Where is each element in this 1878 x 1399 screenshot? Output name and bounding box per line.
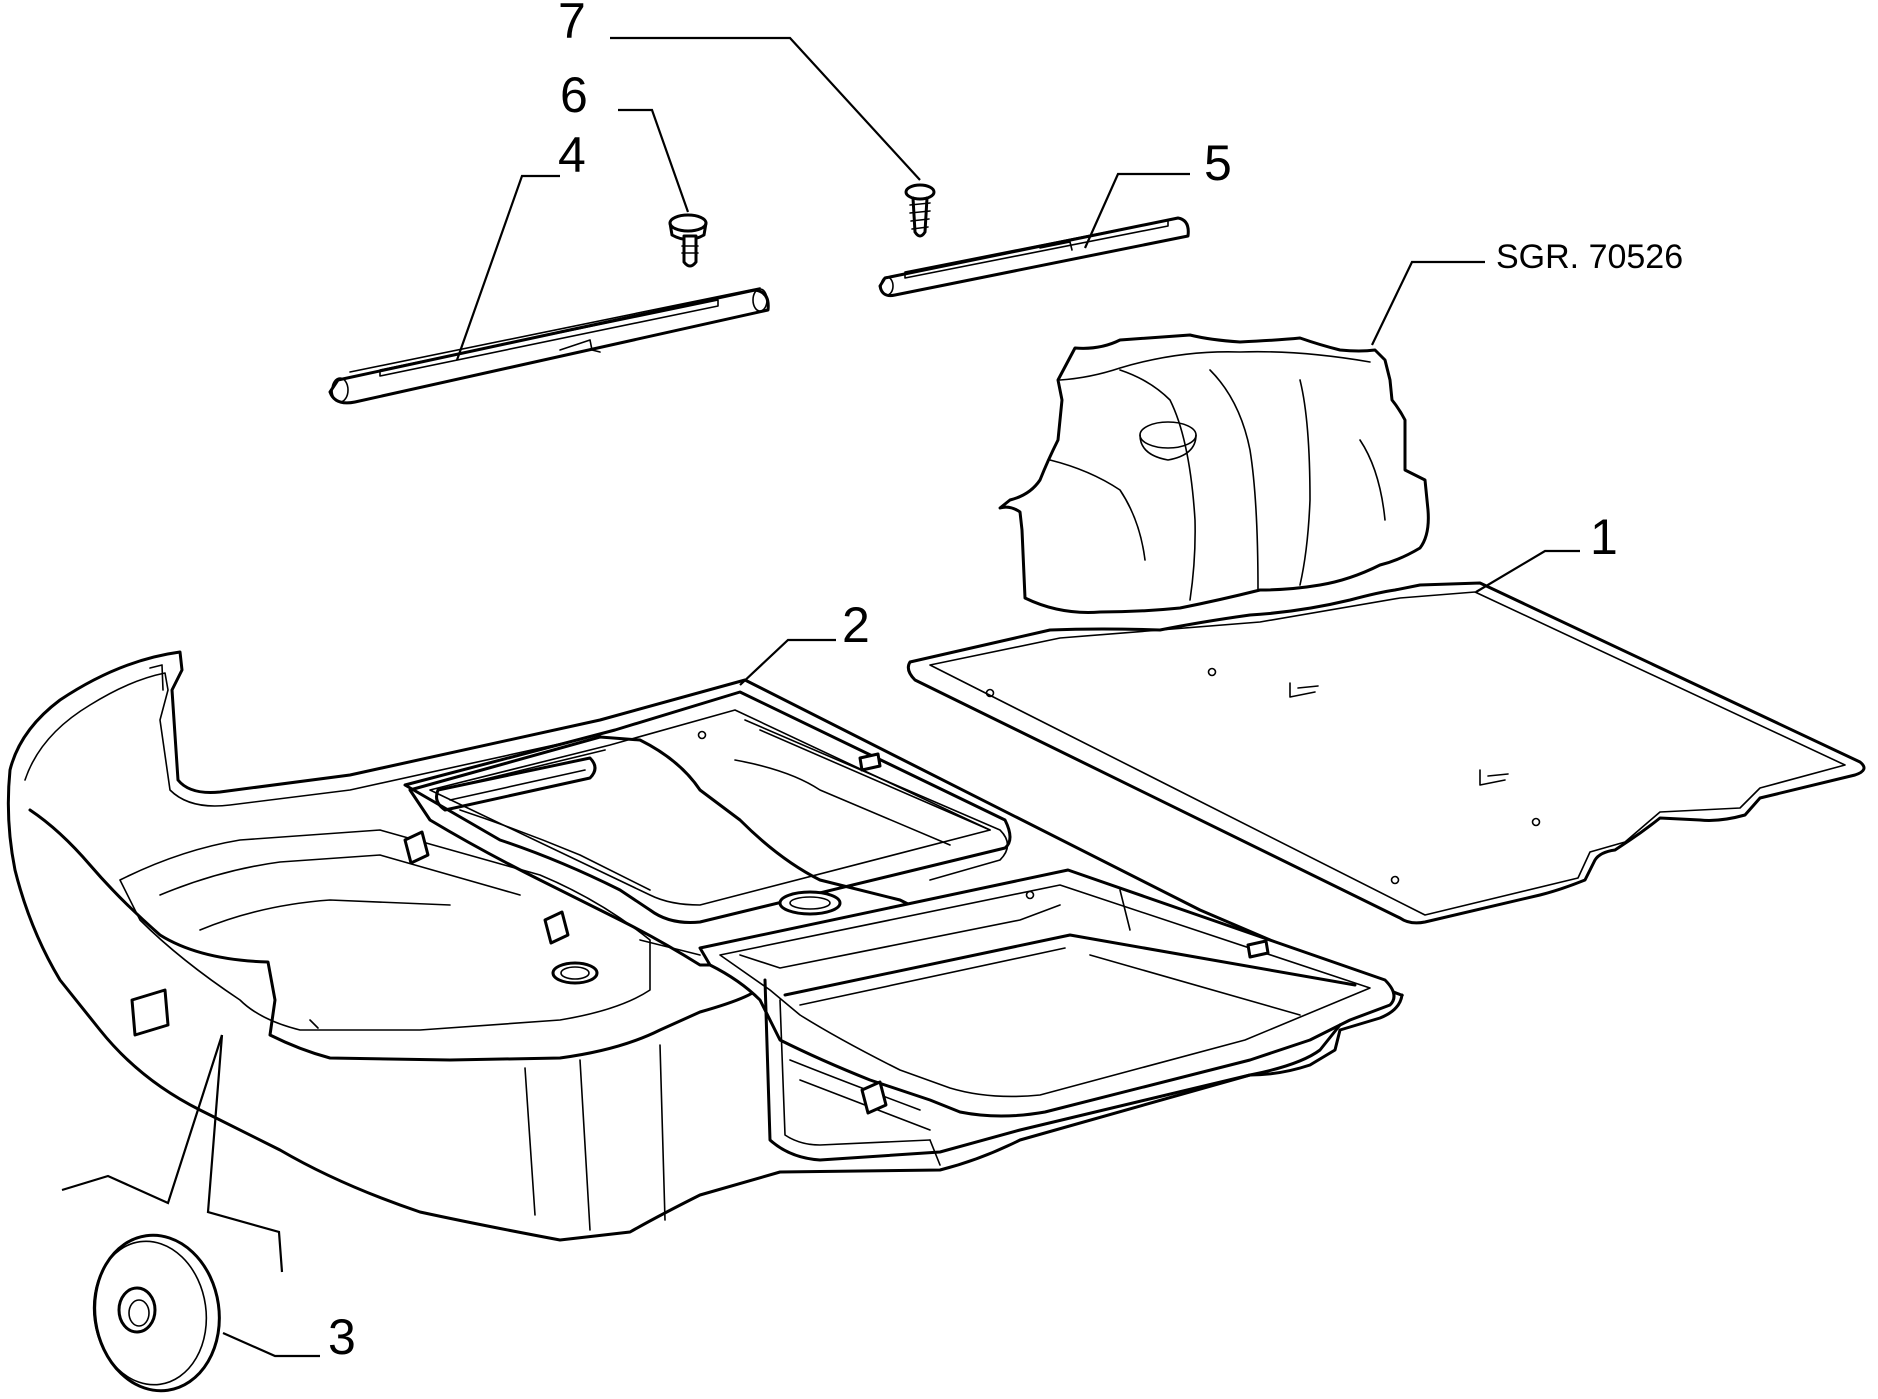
part-6-push-clip [668, 213, 708, 268]
part-2-boot-tray [6, 650, 1404, 1242]
part-3-round-cap [92, 1233, 221, 1393]
wheel-arch-liner [998, 333, 1430, 614]
callout-7: 7 [558, 0, 586, 49]
callout-3: 3 [328, 1309, 356, 1365]
callout-4: 4 [558, 127, 586, 183]
callout-labels: 7 6 4 5 SGR. 70526 1 2 3 [328, 0, 1683, 1365]
part-4-trim-strip [328, 287, 770, 405]
part-1-floor-mat [906, 581, 1866, 925]
callout-leaders [61, 36, 1580, 1358]
part-7-screw [904, 183, 936, 238]
callout-2: 2 [842, 597, 870, 653]
callout-6: 6 [560, 67, 588, 123]
callout-5: 5 [1204, 135, 1232, 191]
reference-number: SGR. 70526 [1496, 238, 1683, 276]
callout-1: 1 [1590, 509, 1618, 565]
part-5-trim-strip [878, 216, 1190, 298]
